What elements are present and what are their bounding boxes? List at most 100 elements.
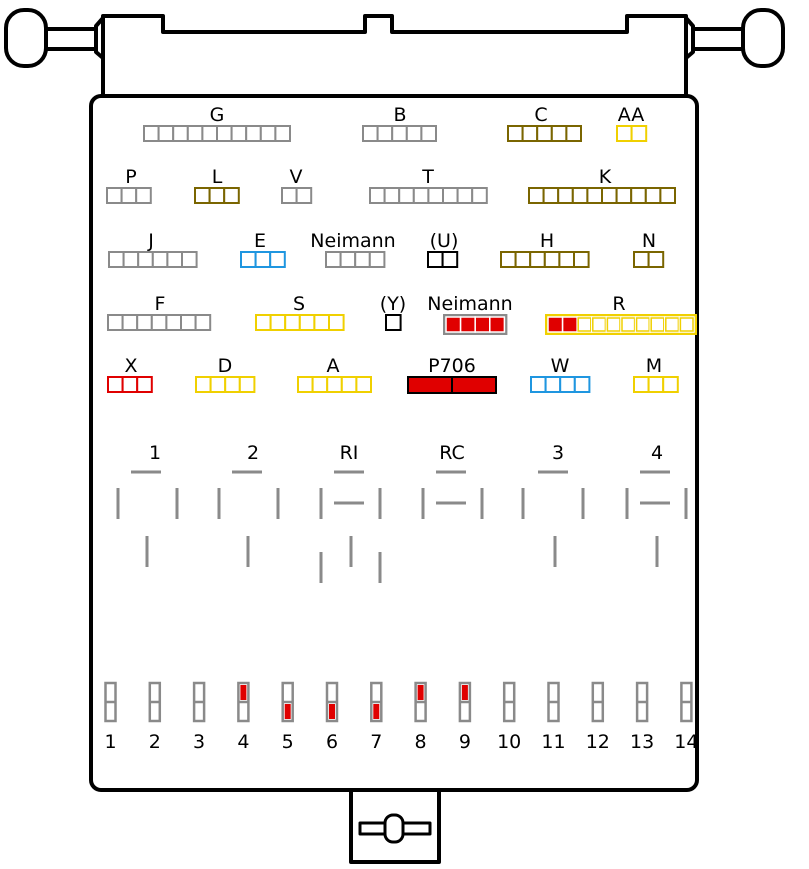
fuse-14[interactable]: 14 (674, 681, 698, 753)
connector-pin (633, 376, 650, 393)
connector-P706: P706 (407, 355, 497, 394)
connector-pin (122, 251, 140, 268)
fuse-8[interactable]: 8 (414, 681, 427, 753)
fuse-label: 7 (370, 731, 382, 753)
connector-pins-N[interactable] (633, 251, 665, 268)
connector-pins-B[interactable] (362, 125, 438, 142)
connector-pins-G[interactable] (143, 125, 291, 142)
connector-pins-F[interactable] (107, 314, 212, 331)
connector-Y: (Y) (380, 293, 406, 331)
fuse-label: 12 (586, 731, 610, 753)
fuse-12[interactable]: 12 (586, 681, 610, 753)
connector-pin (195, 376, 212, 393)
right-mounting-arm (691, 27, 745, 51)
fuse-1[interactable]: 1 (104, 681, 117, 753)
fuse-4[interactable]: 4 (237, 681, 250, 753)
left-mounting-knob (4, 8, 48, 68)
connector-pins-J[interactable] (108, 251, 198, 268)
connector-H: H (500, 230, 590, 268)
connector-pin (633, 251, 650, 268)
connector-pin-outline (650, 317, 665, 332)
fuse-7[interactable]: 7 (370, 681, 383, 753)
top-mounting-tab (101, 14, 688, 95)
connector-pins-E[interactable] (240, 251, 286, 268)
relay-socket-3[interactable]: 3 (521, 442, 585, 567)
relay-socket-RI[interactable]: RI (319, 442, 382, 583)
connector-K: K (528, 166, 676, 204)
connector-pin (630, 125, 648, 142)
connector-pins-C[interactable] (507, 125, 583, 142)
relay-socket-4[interactable]: 4 (625, 442, 688, 567)
connector-pin (150, 314, 168, 331)
relay-socket-2[interactable]: 2 (217, 442, 280, 567)
connector-label-Neimann-top: Neimann (310, 230, 395, 252)
connector-pin (108, 251, 125, 268)
connector-W: W (530, 355, 591, 393)
connector-pins-K[interactable] (528, 187, 676, 204)
connector-pins-D[interactable] (195, 376, 256, 393)
connector-pin (339, 251, 357, 268)
connector-pin (208, 187, 226, 204)
connector-G: G (143, 104, 291, 142)
connector-pins-R[interactable] (545, 314, 697, 335)
connector-pins-X[interactable] (107, 376, 153, 393)
connector-pins-P706[interactable] (407, 376, 497, 394)
relay-socket-1[interactable]: 1 (116, 442, 179, 567)
connector-pin (571, 187, 589, 204)
relay-socket-RC[interactable]: RC (421, 442, 484, 519)
right-mounting-knob (741, 8, 785, 68)
connector-pin (269, 251, 286, 268)
connector-pin (376, 125, 394, 142)
connector-pin (143, 125, 160, 142)
connector-pins-V[interactable] (281, 187, 313, 204)
connector-pin (298, 314, 316, 331)
connector-pins-Y[interactable] (385, 314, 402, 331)
fuse-label: 5 (282, 731, 294, 753)
fuse-11[interactable]: 11 (541, 681, 566, 753)
fuse-label: 1 (104, 731, 116, 753)
connector-pins-U[interactable] (427, 251, 459, 268)
connector-pin-outline (592, 317, 607, 332)
connector-pins-T[interactable] (369, 187, 488, 204)
relay-label-2: 2 (247, 442, 259, 464)
connector-pins-AA[interactable] (616, 125, 648, 142)
fuse-9[interactable]: 9 (458, 681, 472, 753)
connector-pin (557, 187, 574, 204)
left-mounting-arm (44, 27, 98, 51)
bottom-clip-latch-icon (358, 813, 432, 844)
connector-pin (209, 376, 227, 393)
connector-pins-M[interactable] (633, 376, 679, 393)
connector-pins-H[interactable] (500, 251, 590, 268)
fuse-10[interactable]: 10 (497, 681, 521, 753)
connector-pin-outline (606, 317, 621, 332)
right-mounting-clamp (684, 16, 695, 60)
connector-pins-L[interactable] (194, 187, 240, 204)
connector-pin (542, 187, 560, 204)
fuse-2[interactable]: 2 (148, 681, 162, 753)
connector-pin (284, 314, 301, 331)
connector-pin (398, 187, 415, 204)
connector-pins-P[interactable] (106, 187, 152, 204)
connector-pin (528, 187, 545, 204)
connector-pin (136, 314, 153, 331)
relay-label-RC: RC (439, 442, 465, 464)
fuse-label: 6 (326, 731, 338, 753)
relay-label-3: 3 (552, 442, 564, 464)
connector-pins-A[interactable] (297, 376, 373, 393)
fuse-6[interactable]: 6 (325, 681, 339, 753)
fuse-3[interactable]: 3 (192, 681, 206, 753)
fuse-13[interactable]: 13 (630, 681, 654, 753)
connector-pin (565, 125, 583, 142)
fuse-blown-bottom (373, 704, 380, 719)
connector-pin (355, 376, 373, 393)
connector-pins-S[interactable] (255, 314, 345, 331)
connector-label-C: C (534, 104, 547, 126)
connector-pins-Neimann-top[interactable] (325, 251, 386, 268)
connector-pin (405, 125, 423, 142)
connector-pin (521, 125, 539, 142)
connector-pins-W[interactable] (530, 376, 591, 393)
connector-label-M: M (646, 355, 662, 377)
fuse-5[interactable]: 5 (281, 681, 294, 753)
connector-pin (281, 187, 298, 204)
connector-pins-Neimann-bottom[interactable] (443, 314, 508, 335)
